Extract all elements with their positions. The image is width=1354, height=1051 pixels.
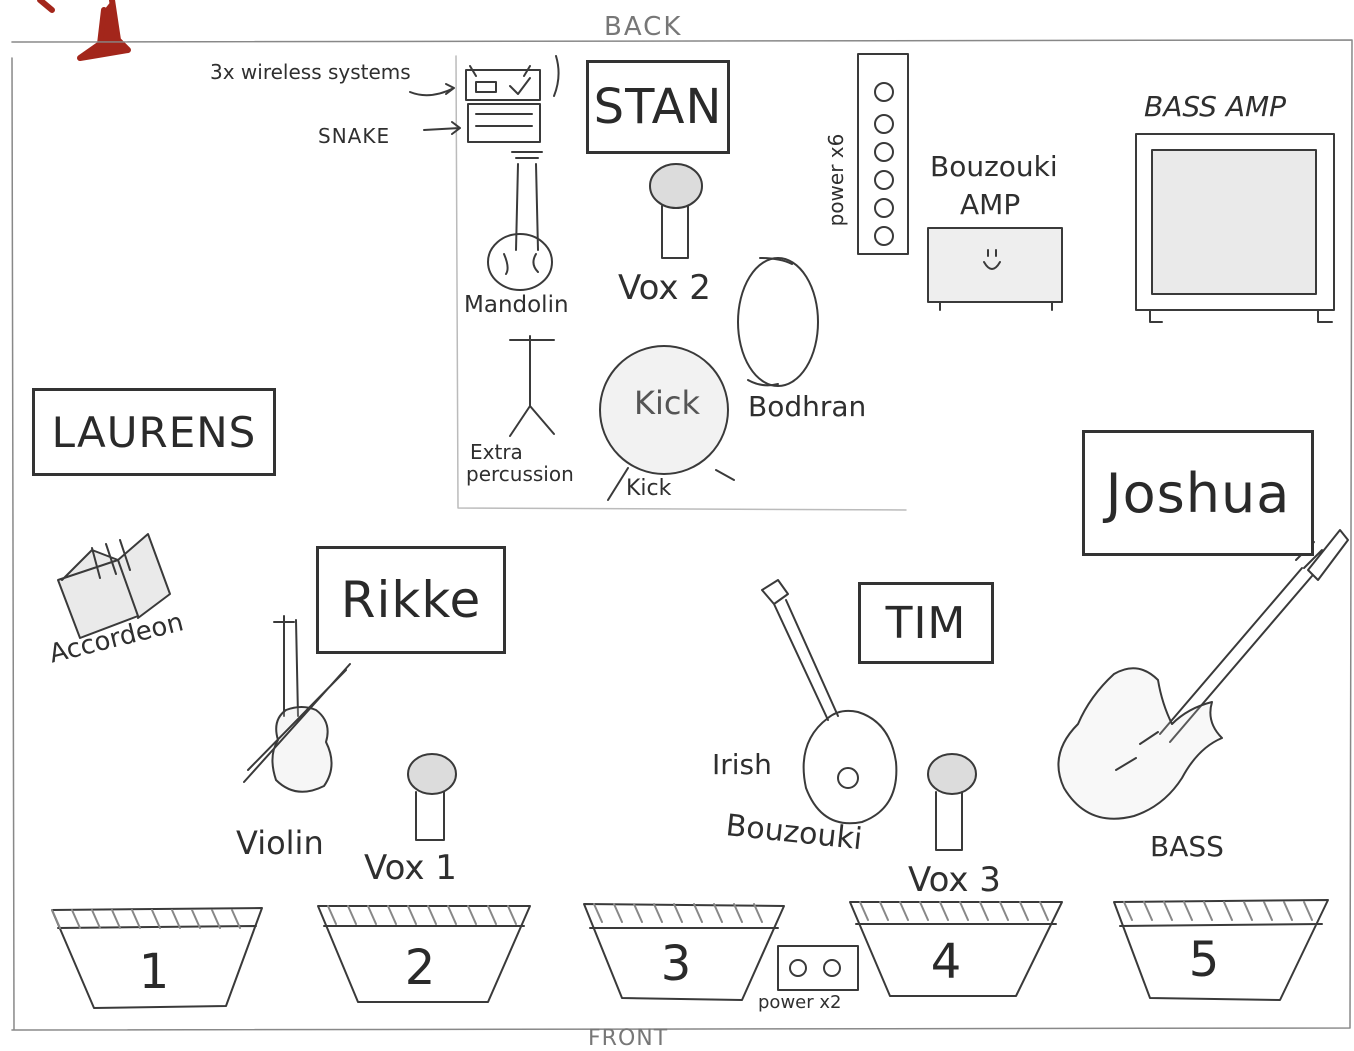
power-strip-label: power x6 bbox=[824, 133, 848, 227]
power-outlet-icon bbox=[777, 945, 859, 991]
drum-riser bbox=[455, 55, 907, 511]
amp-icon bbox=[927, 227, 1063, 311]
front-label: FRONT bbox=[588, 1026, 669, 1051]
snake-label: SNAKE bbox=[318, 124, 391, 148]
extra-percussion-label-1: Extra bbox=[470, 440, 523, 464]
vox2-label: Vox 2 bbox=[618, 268, 711, 308]
power-front-label: power x2 bbox=[758, 992, 842, 1013]
bass-amp-icon bbox=[1135, 133, 1335, 323]
stand-icon bbox=[509, 335, 555, 437]
accordion-icon bbox=[57, 533, 171, 639]
corner-mark bbox=[37, 0, 131, 61]
monitor-1: 1 bbox=[138, 944, 170, 1000]
back-label: BACK bbox=[604, 12, 683, 42]
mandolin-icon bbox=[487, 151, 553, 291]
monitor-5: 5 bbox=[1188, 932, 1220, 988]
monitor-2: 2 bbox=[404, 940, 436, 996]
monitor-4: 4 bbox=[930, 934, 962, 990]
bass-guitar-icon bbox=[1057, 529, 1349, 820]
snake-arrow bbox=[423, 121, 461, 135]
kick-label: Kick bbox=[626, 476, 672, 501]
musician-laurens: LAURENS bbox=[32, 388, 276, 476]
wireless-receiver-icon bbox=[465, 55, 560, 101]
irish-label: Irish bbox=[712, 748, 772, 781]
wireless-arrow bbox=[409, 83, 455, 97]
wireless-label: 3x wireless systems bbox=[210, 60, 411, 84]
kick-drum-label: Kick bbox=[634, 384, 700, 422]
vox1-label: Vox 1 bbox=[364, 848, 457, 888]
bouzouki-amp-label-2: AMP bbox=[960, 188, 1021, 221]
bouzouki-amp-label-1: Bouzouki bbox=[930, 150, 1058, 183]
musician-rikke: Rikke bbox=[316, 546, 506, 654]
stage-outline bbox=[11, 39, 1353, 1031]
bouzouki-icon bbox=[761, 579, 898, 825]
musician-tim: TIM bbox=[858, 582, 994, 664]
mandolin-label: Mandolin bbox=[464, 292, 569, 318]
snake-box-icon bbox=[467, 103, 541, 143]
violin-icon bbox=[243, 615, 351, 793]
vox3-label: Vox 3 bbox=[908, 860, 1001, 900]
violin-label: Violin bbox=[236, 824, 324, 862]
musician-joshua: Joshua bbox=[1082, 430, 1314, 556]
extra-percussion-label-2: percussion bbox=[466, 462, 574, 486]
monitor-3: 3 bbox=[660, 936, 692, 992]
power-outlet-icon bbox=[857, 53, 909, 255]
microphone-icon bbox=[649, 163, 703, 259]
bodhran-label: Bodhran bbox=[748, 390, 867, 423]
microphone-icon bbox=[407, 753, 457, 841]
bass-label: BASS bbox=[1150, 830, 1224, 863]
microphone-icon bbox=[927, 753, 977, 851]
kick-drum-icon bbox=[599, 345, 735, 501]
monitor-wedges bbox=[51, 899, 1329, 1009]
bass-amp-label: BASS AMP bbox=[1144, 90, 1287, 123]
musician-stan: STAN bbox=[586, 60, 730, 154]
drum-icon bbox=[737, 257, 819, 387]
